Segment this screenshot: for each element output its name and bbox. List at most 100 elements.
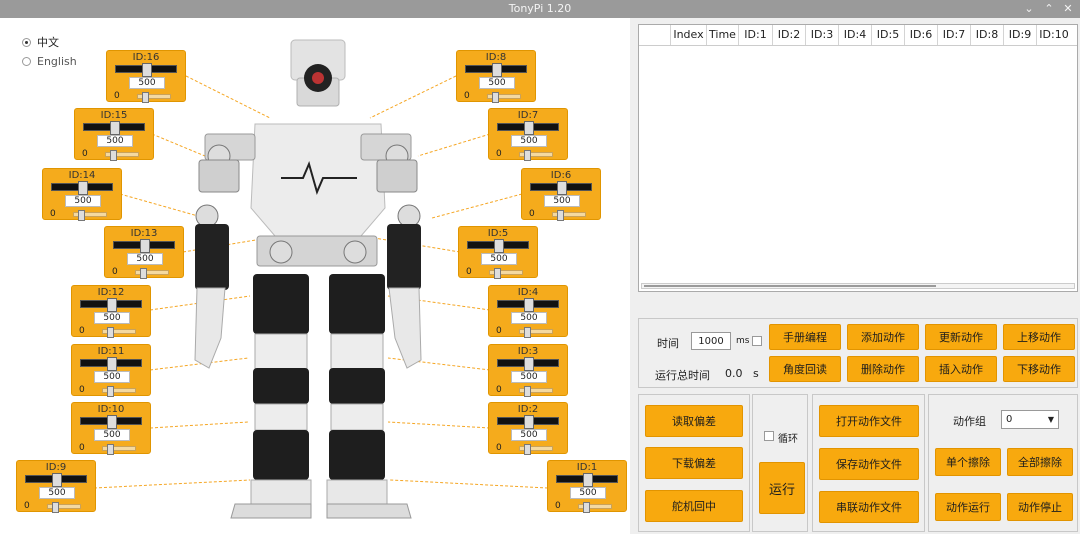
column-header-index[interactable]: Index (671, 25, 707, 45)
radio-selected-icon[interactable] (22, 37, 31, 47)
servo-deviation-slider[interactable] (105, 150, 139, 161)
language-chinese-option[interactable]: 中文 (22, 34, 59, 50)
servo-slider[interactable] (467, 239, 529, 253)
servo-deviation-slider[interactable] (102, 444, 136, 455)
servo-slider[interactable] (497, 298, 559, 312)
title-bar: TonyPi 1.20 ⌄ ⌃ ✕ (0, 0, 1080, 18)
servo-value-field[interactable]: 500 (511, 429, 547, 441)
servo-slider[interactable] (80, 298, 142, 312)
servo-slider[interactable] (497, 357, 559, 371)
servo-slider[interactable] (497, 121, 559, 135)
servo-value-field[interactable]: 500 (511, 312, 547, 324)
servo-deviation-slider[interactable] (137, 92, 171, 103)
update-action-button[interactable]: 更新动作 (925, 324, 997, 350)
column-header-id3[interactable]: ID:3 (806, 25, 839, 45)
column-header-id10[interactable]: ID:10 (1039, 28, 1069, 41)
erase-one-button[interactable]: 单个擦除 (935, 448, 1001, 476)
column-header-id4[interactable]: ID:4 (839, 25, 872, 45)
action-stop-button[interactable]: 动作停止 (1007, 493, 1073, 521)
servo-deviation-slider[interactable] (487, 92, 521, 103)
add-action-button[interactable]: 添加动作 (847, 324, 919, 350)
action-run-button[interactable]: 动作运行 (935, 493, 1001, 521)
servo-deviation-slider[interactable] (552, 210, 586, 221)
download-deviation-button[interactable]: 下载偏差 (645, 447, 743, 479)
column-header-id8[interactable]: ID:8 (971, 25, 1004, 45)
move-up-button[interactable]: 上移动作 (1003, 324, 1075, 350)
servo-deviation-slider[interactable] (73, 210, 107, 221)
column-header-id5[interactable]: ID:5 (872, 25, 905, 45)
servo-slider[interactable] (80, 357, 142, 371)
angle-readback-button[interactable]: 角度回读 (769, 356, 841, 382)
servo-slider[interactable] (465, 63, 527, 77)
column-header-id2[interactable]: ID:2 (773, 25, 806, 45)
servo-slider[interactable] (51, 181, 113, 195)
save-action-file-button[interactable]: 保存动作文件 (819, 448, 919, 480)
servo-deviation-slider[interactable] (519, 150, 553, 161)
scrollbar-thumb[interactable] (644, 285, 936, 287)
servo-value-field[interactable]: 500 (65, 195, 101, 207)
servo-slider[interactable] (497, 415, 559, 429)
servo-slider[interactable] (25, 473, 87, 487)
servo-value-field[interactable]: 500 (127, 253, 163, 265)
chain-action-file-button[interactable]: 串联动作文件 (819, 491, 919, 523)
collapse-icon[interactable]: ⌄ (1024, 2, 1034, 15)
action-group-select[interactable]: 0 ▼ (1001, 410, 1059, 429)
servo-value-field[interactable]: 500 (94, 371, 130, 383)
servo-value-field[interactable]: 500 (479, 77, 515, 89)
servo-value-field[interactable]: 500 (570, 487, 606, 499)
action-group-label: 动作组 (953, 415, 986, 428)
servo-id-label: ID:13 (130, 228, 158, 239)
horizontal-scrollbar[interactable] (641, 283, 1075, 289)
column-header-id6[interactable]: ID:6 (905, 25, 938, 45)
servo-value-field[interactable]: 500 (94, 312, 130, 324)
servo-value-field[interactable]: 500 (94, 429, 130, 441)
language-english-label: English (37, 55, 77, 68)
servo-deviation-slider[interactable] (578, 502, 612, 513)
servo-value-field[interactable]: 500 (544, 195, 580, 207)
servo-value-field[interactable]: 500 (39, 487, 75, 499)
delete-action-button[interactable]: 删除动作 (847, 356, 919, 382)
servo-deviation-slider[interactable] (102, 327, 136, 338)
servo-value-field[interactable]: 500 (97, 135, 133, 147)
time-checkbox[interactable] (752, 336, 762, 346)
maximize-icon[interactable]: ⌃ (1044, 2, 1054, 15)
servo-deviation-slider[interactable] (135, 268, 169, 279)
servo-value-field[interactable]: 500 (481, 253, 517, 265)
servo-deviation-slider[interactable] (519, 386, 553, 397)
column-header-time[interactable]: Time (707, 25, 739, 45)
servo-slider[interactable] (556, 473, 618, 487)
column-header-id9[interactable]: ID:9 (1004, 25, 1037, 45)
radio-icon[interactable] (22, 57, 31, 66)
action-table[interactable]: Index Time ID:1 ID:2 ID:3 ID:4 ID:5 ID:6… (638, 24, 1078, 292)
erase-all-button[interactable]: 全部擦除 (1007, 448, 1073, 476)
servo-min-label: 0 (496, 326, 502, 336)
servo-slider[interactable] (115, 63, 177, 77)
column-header-checkbox[interactable] (639, 25, 671, 45)
servo-center-button[interactable]: 舵机回中 (645, 490, 743, 522)
loop-checkbox[interactable] (764, 431, 774, 441)
servo-deviation-slider[interactable] (102, 386, 136, 397)
open-action-file-button[interactable]: 打开动作文件 (819, 405, 919, 437)
servo-slider[interactable] (113, 239, 175, 253)
servo-deviation-slider[interactable] (489, 268, 523, 279)
time-input[interactable]: 1000 (691, 332, 731, 350)
read-deviation-button[interactable]: 读取偏差 (645, 405, 743, 437)
servo-deviation-slider[interactable] (47, 502, 81, 513)
servo-value-field[interactable]: 500 (511, 371, 547, 383)
servo-value-field[interactable]: 500 (511, 135, 547, 147)
servo-value-field[interactable]: 500 (129, 77, 165, 89)
column-header-id1[interactable]: ID:1 (739, 25, 773, 45)
servo-min-label: 0 (79, 443, 85, 453)
run-button[interactable]: 运行 (759, 462, 805, 514)
servo-deviation-slider[interactable] (519, 444, 553, 455)
manual-program-button[interactable]: 手册编程 (769, 324, 841, 350)
insert-action-button[interactable]: 插入动作 (925, 356, 997, 382)
servo-slider[interactable] (80, 415, 142, 429)
column-header-id7[interactable]: ID:7 (938, 25, 971, 45)
move-down-button[interactable]: 下移动作 (1003, 356, 1075, 382)
servo-slider[interactable] (83, 121, 145, 135)
servo-slider[interactable] (530, 181, 592, 195)
language-english-option[interactable]: English (22, 55, 77, 68)
close-icon[interactable]: ✕ (1063, 2, 1073, 15)
servo-deviation-slider[interactable] (519, 327, 553, 338)
